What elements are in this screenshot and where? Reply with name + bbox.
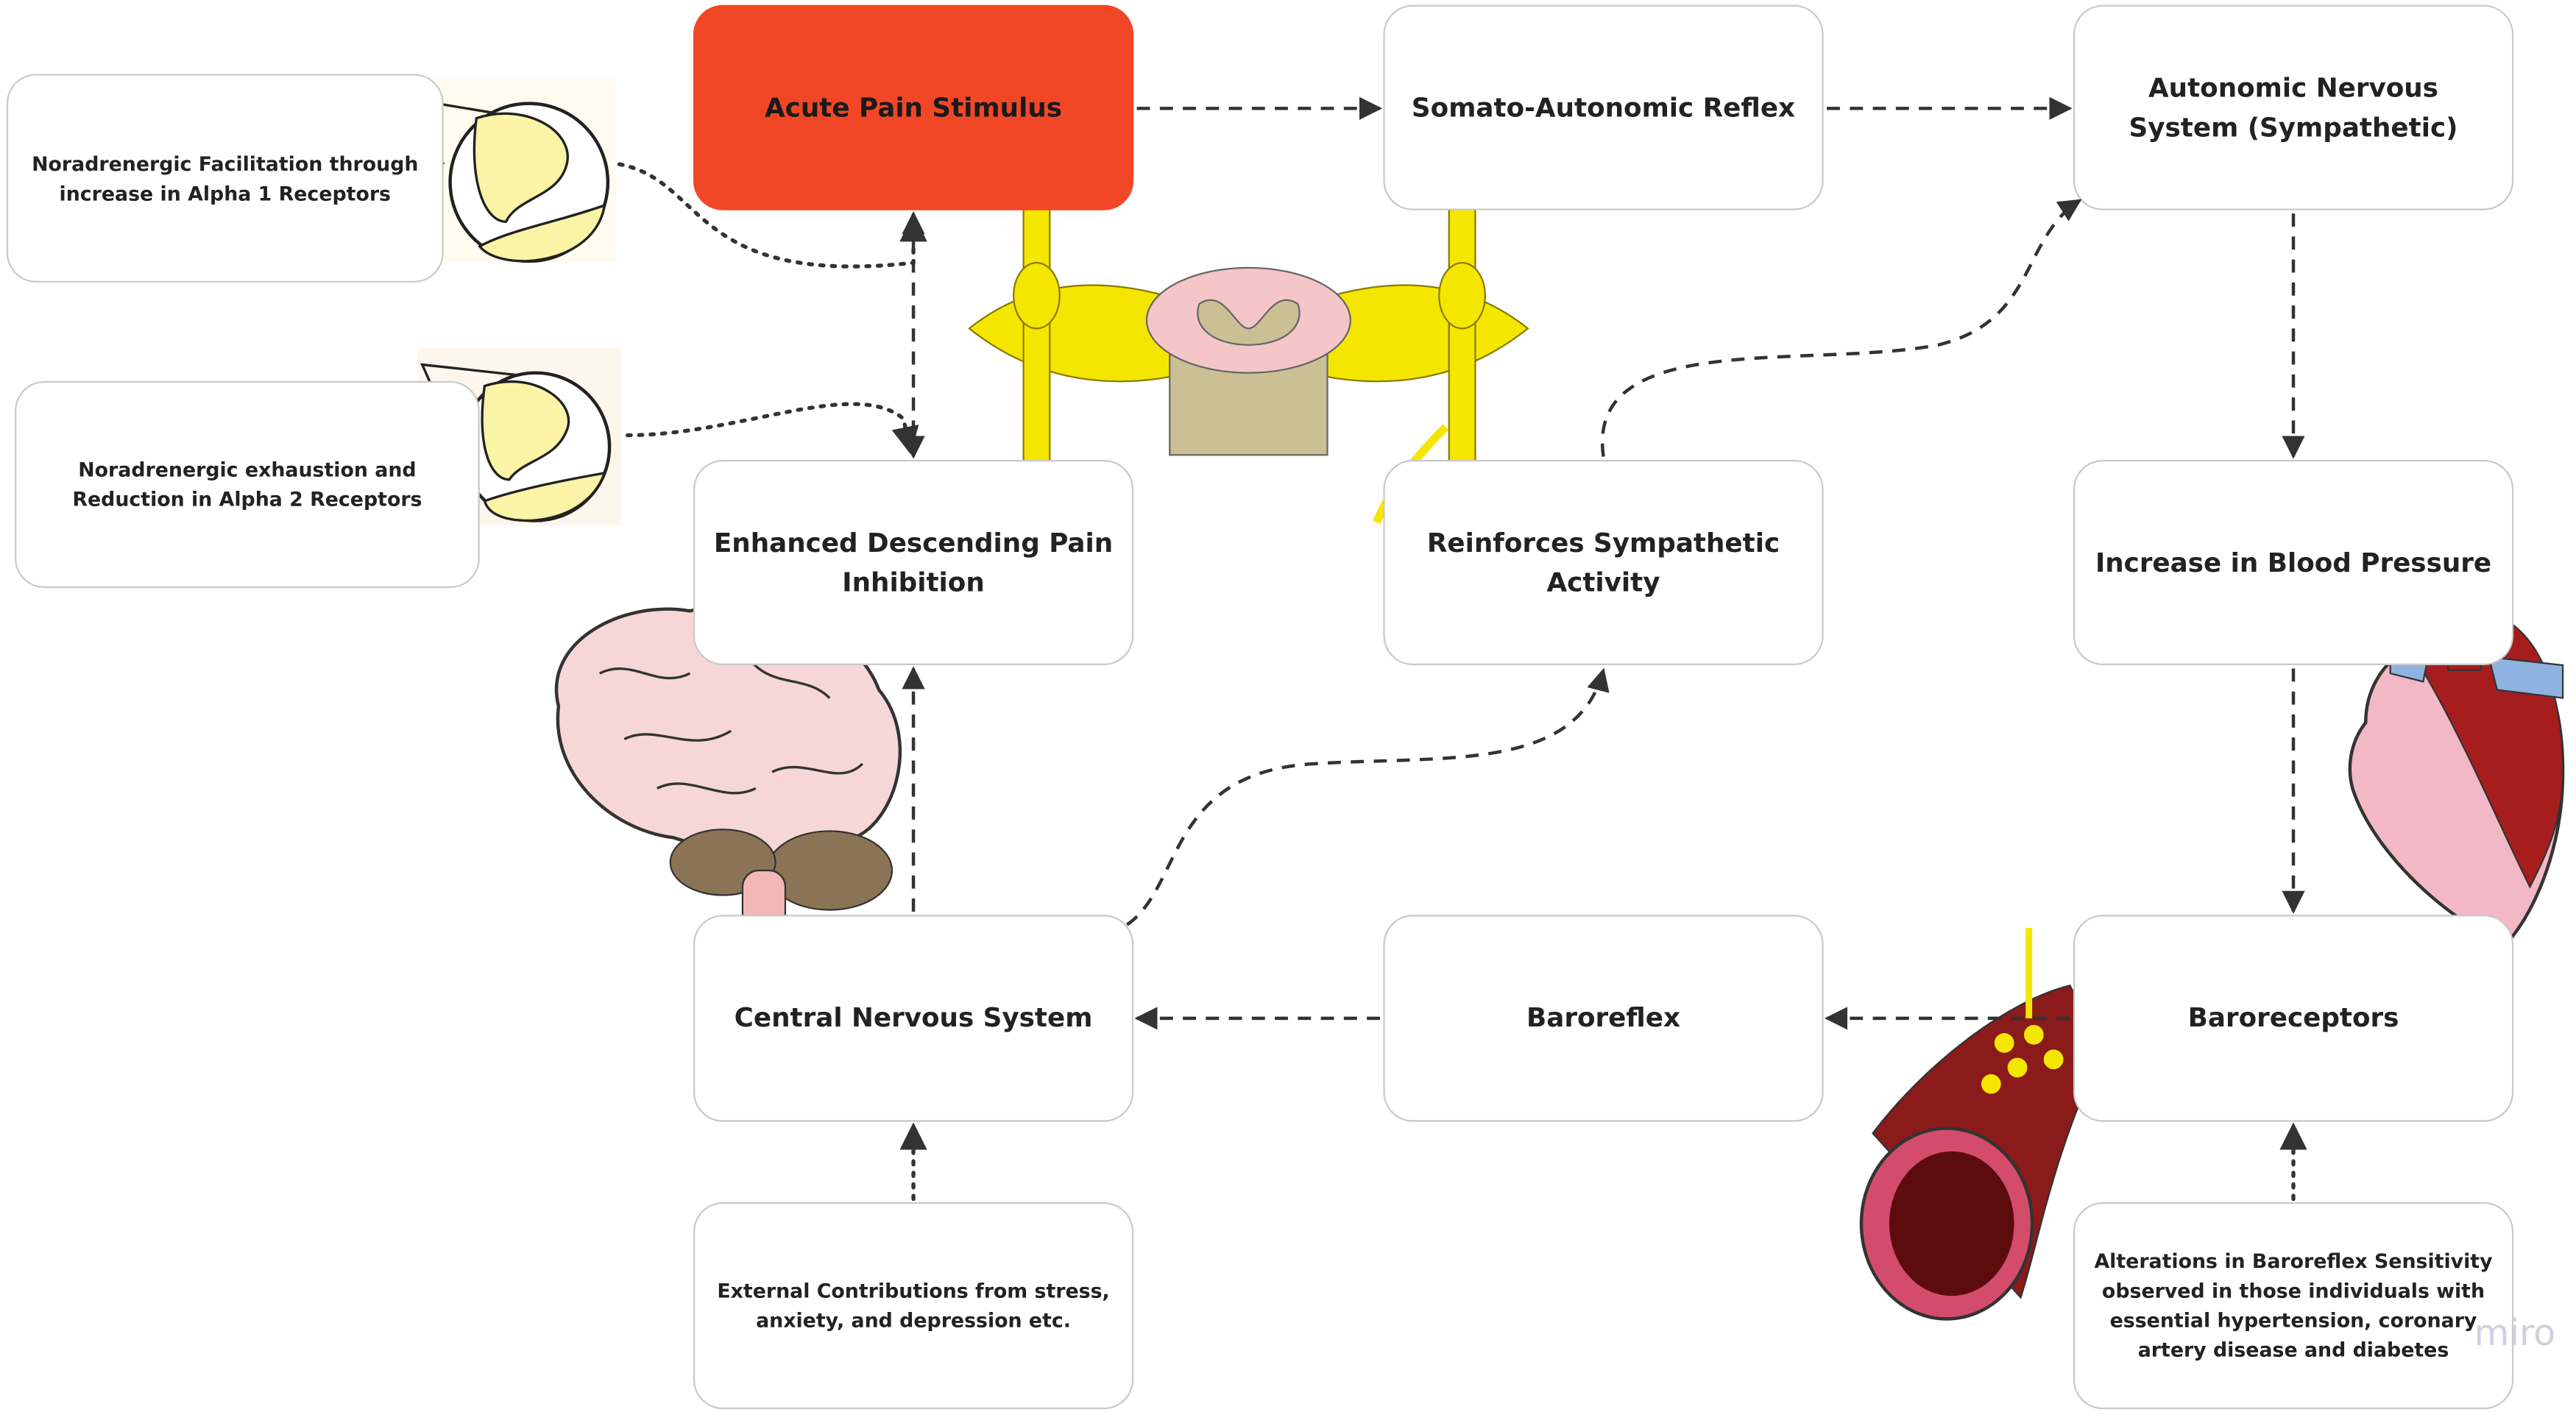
spinal-cord-icon (968, 204, 1529, 524)
autonomic-nervous-system-node[interactable]: Autonomic Nervous System (Sympathetic) (2073, 4, 2514, 210)
enhanced-descending-pain-inhibition-node[interactable]: Enhanced Descending Pain Inhibition (693, 459, 1134, 666)
miro-watermark: miro (2474, 1313, 2556, 1355)
synapse-alpha1-icon (402, 79, 617, 263)
alpha1-receptors-note[interactable]: Noradrenergic Facilitation through incre… (6, 74, 444, 283)
artery-icon (1859, 928, 2104, 1321)
central-nervous-system-node[interactable]: Central Nervous System (693, 915, 1134, 1122)
external-contributions-node[interactable]: External Contributions from stress, anxi… (693, 1202, 1134, 1410)
somato-autonomic-reflex-node[interactable]: Somato-Autonomic Reflex (1383, 4, 1824, 210)
increase-blood-pressure-node[interactable]: Increase in Blood Pressure (2073, 459, 2514, 666)
baroreflex-node[interactable]: Baroreflex (1383, 915, 1824, 1122)
brain-icon (554, 603, 902, 954)
reinforces-sympathetic-activity-node[interactable]: Reinforces Sympathetic Activity (1383, 459, 1824, 666)
alpha2-receptors-note[interactable]: Noradrenergic exhaustion and Reduction i… (15, 380, 480, 589)
acute-pain-stimulus-node[interactable]: Acute Pain Stimulus (693, 4, 1134, 210)
baroreflex-sensitivity-alterations-node[interactable]: Alterations in Baroreflex Sensitivity ob… (2073, 1202, 2514, 1410)
baroreceptors-node[interactable]: Baroreceptors (2073, 915, 2514, 1122)
